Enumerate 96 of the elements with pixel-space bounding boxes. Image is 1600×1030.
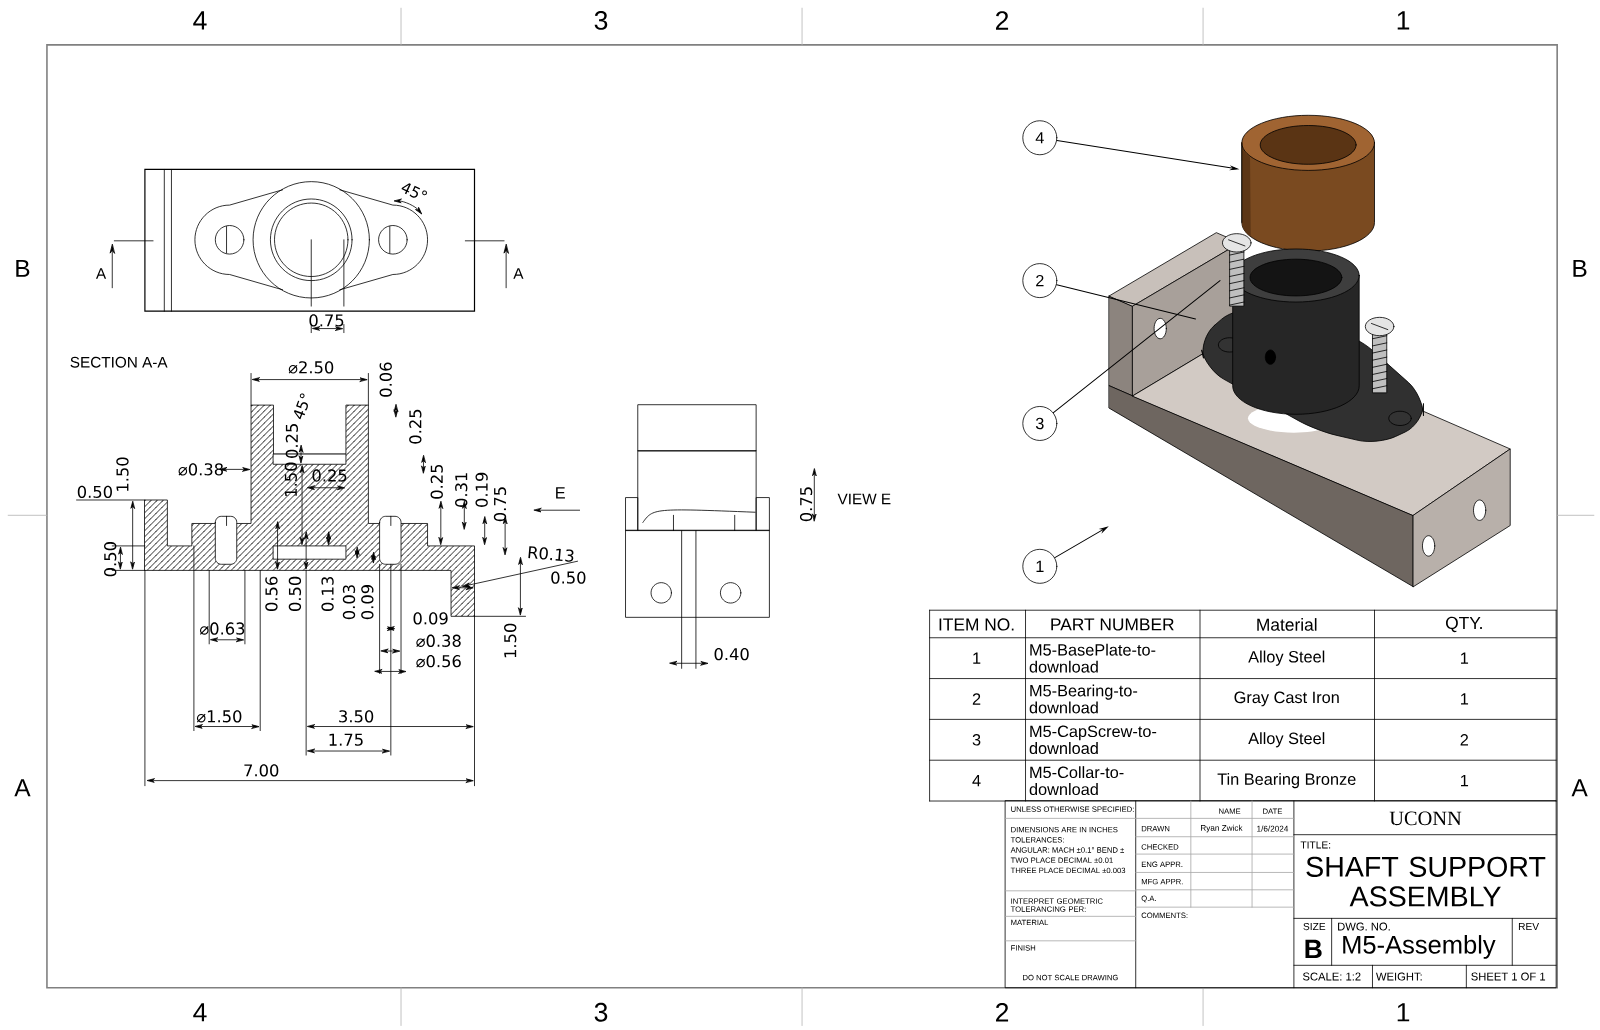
dimension-text: 1.75 bbox=[329, 733, 363, 747]
table-cell: M5-Bearing-to-download bbox=[1029, 684, 1138, 714]
table-header: PART NUMBER bbox=[1051, 618, 1174, 631]
zone-number: 2 bbox=[996, 11, 1009, 30]
zone-number: 1 bbox=[1397, 1003, 1410, 1022]
zone-letter: B bbox=[1573, 260, 1587, 277]
table-cell: 1 bbox=[973, 652, 981, 664]
zone-number: 3 bbox=[594, 1003, 608, 1022]
dimension-text: 0.50 bbox=[77, 485, 112, 499]
section-letter: A bbox=[95, 268, 107, 279]
table-cell: M5-BasePlate-to-download bbox=[1029, 643, 1156, 673]
table-cell: 1 bbox=[1461, 775, 1469, 787]
dimension-text: 0.75 bbox=[309, 314, 344, 327]
dimension-text: 0.75 bbox=[493, 487, 507, 522]
table-cell: Gray Cast Iron bbox=[1234, 691, 1339, 707]
title-block-text: 1/6/2024 bbox=[1257, 825, 1289, 832]
view-arrow-letter: E bbox=[556, 487, 565, 499]
table-cell: M5-Collar-to-download bbox=[1029, 766, 1124, 796]
table-cell: 1 bbox=[1461, 652, 1469, 664]
title-block-text: REV bbox=[1518, 923, 1539, 931]
dimension-text: 0.75 bbox=[799, 487, 813, 522]
dimension-text: 0.25 bbox=[430, 465, 443, 499]
dimension-text: 0.50 bbox=[551, 571, 586, 584]
title-block-text: TITLE: bbox=[1300, 841, 1331, 849]
collar-drawing bbox=[1241, 115, 1375, 252]
leader-line bbox=[1052, 280, 1221, 414]
title-block-text: SCALE: 1:2 bbox=[1302, 972, 1361, 981]
table-header: ITEM NO. bbox=[939, 618, 1014, 631]
dimension-text: 0.40 bbox=[714, 648, 749, 661]
screw-drawing bbox=[1222, 233, 1252, 307]
dimension-text: 3.50 bbox=[339, 710, 374, 723]
dimension-text: 45° bbox=[294, 393, 308, 420]
dimension-text: 0.13 bbox=[321, 577, 334, 612]
dimension-text: R0.13 bbox=[528, 546, 574, 562]
dimension-text: 1.50 bbox=[116, 457, 129, 492]
zone-letter: A bbox=[1571, 779, 1588, 797]
sheet-size: B bbox=[1305, 940, 1322, 959]
title-block-text: SIZE bbox=[1303, 923, 1326, 931]
dimension-text: 0.50 bbox=[104, 542, 117, 577]
table-header: Material bbox=[1257, 618, 1317, 632]
dimension-text: 0.09 bbox=[413, 612, 448, 625]
view-title: VIEW E bbox=[837, 493, 891, 505]
dimension-text: ⌀1.50 bbox=[196, 710, 242, 723]
callout-balloon: 4 bbox=[1022, 120, 1058, 156]
table-cell: M5-CapScrew-to-download bbox=[1029, 725, 1157, 755]
zone-number: 1 bbox=[1397, 11, 1410, 30]
table-cell: 3 bbox=[972, 734, 981, 746]
dimension-text: 0.03 bbox=[342, 585, 356, 620]
leader-line bbox=[1056, 284, 1197, 320]
dimension-text: 7.00 bbox=[244, 764, 279, 777]
dimension-text: ⌀0.38 bbox=[416, 634, 461, 648]
drawing-number: M5-Assembly bbox=[1343, 935, 1496, 960]
table-cell: Tin Bearing Bronze bbox=[1217, 773, 1356, 789]
dimension-text: 0.25 bbox=[409, 410, 422, 444]
zone-number: 3 bbox=[594, 11, 608, 30]
table-cell: 1 bbox=[1461, 693, 1469, 705]
dimension-text: 1.50 bbox=[284, 462, 297, 497]
table-cell: 4 bbox=[972, 775, 981, 787]
drawing-title: SHAFT SUPPORT ASSEMBLY bbox=[1306, 856, 1546, 907]
dimension-text: 0.31 bbox=[455, 473, 468, 508]
leader-line bbox=[1056, 140, 1238, 171]
callout-balloon: 3 bbox=[1022, 406, 1058, 442]
table-header: QTY. bbox=[1446, 617, 1482, 633]
view-title: SECTION A-A bbox=[70, 357, 168, 368]
dimension-text: ⌀0.38 bbox=[178, 463, 223, 476]
callout-balloon: 2 bbox=[1022, 263, 1058, 299]
dimension-text: 0.09 bbox=[361, 585, 374, 620]
table-cell: Alloy Steel bbox=[1248, 732, 1325, 748]
zone-letter: B bbox=[16, 260, 30, 277]
title-block-text: Ryan Zwick bbox=[1201, 825, 1243, 833]
leader-line bbox=[1054, 527, 1108, 559]
dimension-text: 0.25 bbox=[312, 469, 347, 482]
dimension-text: 1.50 bbox=[504, 623, 517, 658]
dimension-text: 0.19 bbox=[475, 473, 488, 508]
dimension-text: ⌀0.56 bbox=[416, 655, 461, 668]
zone-number: 4 bbox=[193, 1003, 207, 1022]
table-cell: 2 bbox=[1460, 734, 1468, 746]
zone-number: 2 bbox=[996, 1003, 1009, 1022]
section-letter: A bbox=[513, 268, 524, 279]
title-block-text: WEIGHT: bbox=[1376, 972, 1422, 981]
bearing-drawing bbox=[1201, 248, 1424, 443]
callout-balloon: 1 bbox=[1022, 549, 1058, 584]
dimension-text: ⌀0.63 bbox=[199, 622, 245, 635]
university-name: UCONN bbox=[1389, 811, 1462, 826]
dimension-text: 45° bbox=[401, 183, 427, 198]
zone-number: 4 bbox=[193, 11, 207, 30]
dimension-text: 0.50 bbox=[288, 577, 302, 612]
table-cell: 2 bbox=[972, 693, 981, 705]
title-block-text: SHEET 1 OF 1 bbox=[1471, 972, 1546, 981]
title-block-text: DWG. NO. bbox=[1338, 922, 1390, 931]
dimension-text: 0.56 bbox=[265, 576, 278, 612]
table-cell: Alloy Steel bbox=[1248, 650, 1325, 666]
dimension-text: 0.06 bbox=[379, 362, 392, 397]
dimension-text: ⌀2.50 bbox=[288, 361, 334, 374]
zone-letter: A bbox=[14, 779, 31, 797]
dimension-text: 0.25 bbox=[285, 424, 298, 459]
